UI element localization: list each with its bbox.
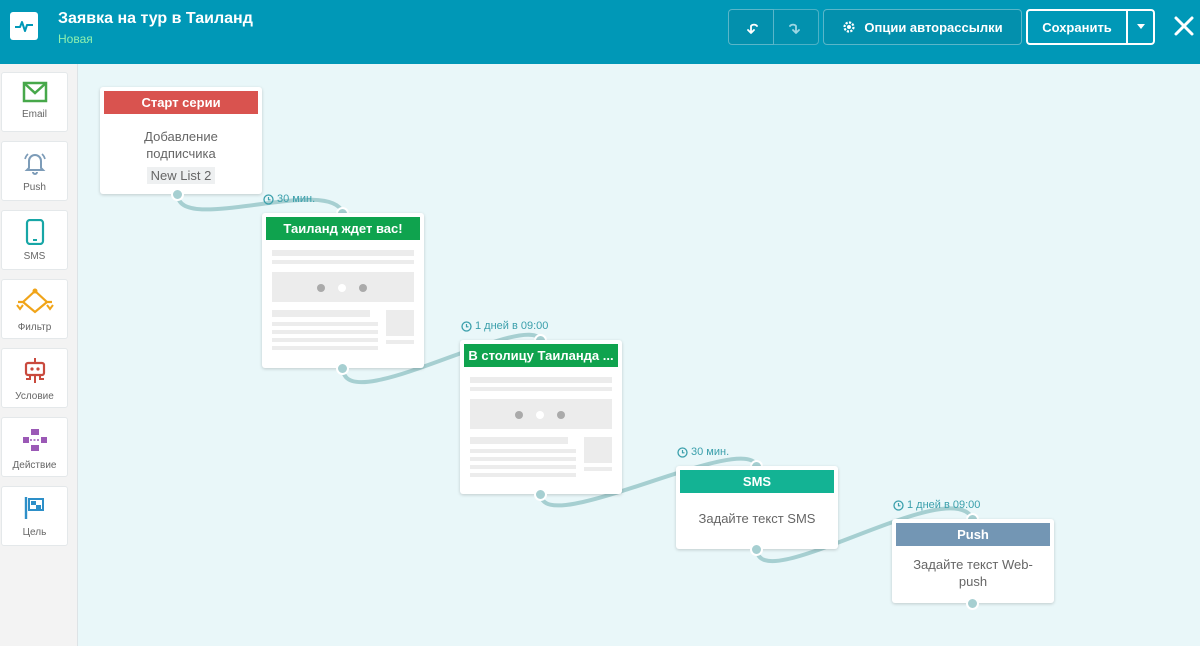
tool-condition-label: Условие — [15, 391, 54, 402]
save-dropdown-button[interactable] — [1127, 9, 1155, 45]
list-tag: New List 2 — [146, 167, 216, 184]
delay-text-4: 1 дней в 09:00 — [907, 499, 981, 511]
tool-goal-label: Цель — [22, 527, 47, 538]
node-push-body: Задайте текст Web-push — [913, 557, 1033, 589]
email-2-preview — [466, 375, 616, 478]
close-icon — [1174, 16, 1194, 36]
node-push[interactable]: Push Задайте текст Web-push — [892, 519, 1054, 603]
phone-icon — [25, 219, 44, 245]
delay-label-3[interactable]: 30 мин. — [677, 446, 729, 458]
redo-icon — [789, 23, 800, 34]
top-bar: Заявка на тур в Таиланд Новая Опции авто… — [0, 0, 1200, 64]
node-sms[interactable]: SMS Задайте текст SMS — [676, 466, 838, 549]
action-icon — [22, 429, 47, 451]
tool-action[interactable]: Действие — [1, 417, 68, 477]
clock-icon — [677, 446, 688, 458]
connection-start-email1 — [176, 194, 345, 214]
tool-push[interactable]: Push — [1, 141, 68, 201]
node-email-2-header: В столицу Таиланда ... — [464, 344, 618, 367]
delay-label-2[interactable]: 1 дней в 09:00 — [461, 320, 548, 332]
node-start[interactable]: Старт серии Добавление подписчика New Li… — [100, 87, 262, 194]
save-button[interactable]: Сохранить — [1026, 9, 1128, 45]
gear-icon — [843, 21, 855, 33]
tool-email[interactable]: Email — [1, 72, 68, 132]
node-sms-header: SMS — [680, 470, 834, 493]
node-push-output-port[interactable] — [966, 597, 979, 610]
tool-sms[interactable]: SMS — [1, 210, 68, 270]
node-start-header: Старт серии — [104, 91, 258, 114]
redo-button[interactable] — [773, 9, 819, 45]
tool-palette: Email Push SMS Фильтр Условие — [0, 64, 78, 646]
node-start-body: Добавление подписчика New List 2 — [100, 128, 262, 184]
delay-text-2: 1 дней в 09:00 — [475, 320, 549, 332]
clock-icon — [461, 320, 472, 332]
node-email-2[interactable]: В столицу Таиланда ... — [460, 340, 622, 494]
node-push-header: Push — [896, 523, 1050, 546]
node-email-1[interactable]: Таиланд ждет вас! — [262, 213, 424, 368]
clock-icon — [263, 193, 274, 205]
undo-icon — [747, 23, 758, 34]
node-email-1-header: Таиланд ждет вас! — [266, 217, 420, 240]
delay-text-3: 30 мин. — [691, 446, 730, 458]
tool-filter[interactable]: Фильтр — [1, 279, 68, 339]
delay-label-1[interactable]: 30 мин. — [263, 193, 315, 205]
node-start-output-port[interactable] — [171, 188, 184, 201]
bell-icon — [23, 153, 46, 175]
tool-filter-label: Фильтр — [17, 322, 52, 333]
caret-down-icon — [1136, 24, 1145, 29]
clock-icon — [893, 499, 904, 511]
tool-goal[interactable]: Цель — [1, 486, 68, 546]
email-1-preview — [268, 248, 418, 351]
tool-condition[interactable]: Условие — [1, 348, 68, 408]
status-label: Новая — [58, 32, 93, 46]
delay-label-4[interactable]: 1 дней в 09:00 — [893, 499, 980, 511]
tool-action-label: Действие — [12, 460, 57, 471]
tool-email-label: Email — [21, 109, 47, 120]
tool-push-label: Push — [23, 182, 46, 193]
close-button[interactable] — [1170, 12, 1198, 40]
node-email2-output-port[interactable] — [534, 488, 547, 501]
logo[interactable] — [10, 12, 38, 40]
delay-text-1: 30 мин. — [277, 193, 316, 205]
node-sms-output-port[interactable] — [750, 543, 763, 556]
node-email1-output-port[interactable] — [336, 362, 349, 375]
node-start-description: Добавление подписчика — [144, 129, 218, 161]
pulse-icon — [15, 21, 33, 32]
robot-icon — [24, 358, 45, 383]
node-sms-body: Задайте текст SMS — [698, 511, 816, 526]
flag-icon — [24, 497, 44, 519]
tool-sms-label: SMS — [23, 251, 46, 262]
envelope-icon — [22, 81, 47, 103]
autosend-options-label: Опции авторассылки — [864, 19, 1003, 35]
autosend-options-button[interactable]: Опции авторассылки — [823, 9, 1022, 45]
page-title: Заявка на тур в Таиланд — [58, 10, 253, 27]
undo-button[interactable] — [728, 9, 774, 45]
filter-icon — [15, 288, 54, 314]
